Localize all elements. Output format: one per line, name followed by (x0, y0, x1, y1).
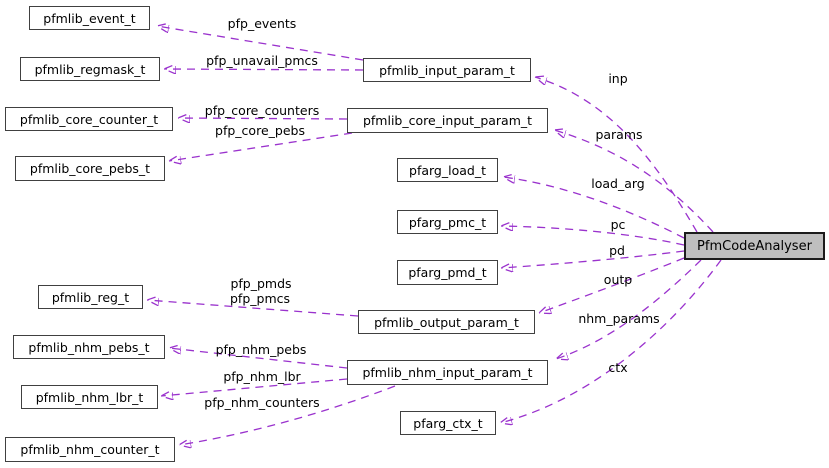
node-pfarg-load-t[interactable]: pfarg_load_t (397, 158, 498, 182)
node-pfmlib-core-input-param-t[interactable]: pfmlib_core_input_param_t (347, 108, 548, 133)
edge-pfp-nhm-pebs (169, 348, 348, 369)
edge-pfp-pmds-pmcs (147, 300, 359, 317)
node-pfarg-ctx-t[interactable]: pfarg_ctx_t (400, 411, 496, 435)
node-pfmlib-nhm-input-param-t[interactable]: pfmlib_nhm_input_param_t (347, 360, 548, 385)
edge-outp (539, 257, 685, 313)
edge-label-pfp-events: pfp_events (227, 16, 297, 31)
node-pfmlib-event-t[interactable]: pfmlib_event_t (29, 6, 150, 30)
node-pfmlib-nhm-pebs-t[interactable]: pfmlib_nhm_pebs_t (13, 335, 165, 359)
edge-pfp-core-pebs (169, 132, 353, 161)
edge-label-pfp-nhm-pebs: pfp_nhm_pebs (215, 342, 307, 357)
node-pfmcodeanalyser: PfmCodeAnalyser (684, 232, 825, 260)
edge-label-pd: pd (609, 243, 625, 258)
node-pfmlib-core-pebs-t[interactable]: pfmlib_core_pebs_t (15, 156, 165, 181)
edge-label-pfp-nhm-counters: pfp_nhm_counters (204, 395, 320, 410)
edge-label-nhm-params: nhm_params (578, 311, 660, 326)
edge-nhm-params (556, 259, 702, 359)
node-pfmlib-output-param-t[interactable]: pfmlib_output_param_t (358, 310, 535, 334)
node-pfmlib-core-counter-t[interactable]: pfmlib_core_counter_t (5, 107, 173, 131)
edge-label-pfp-core-counters: pfp_core_counters (204, 103, 320, 118)
node-pfarg-pmd-t[interactable]: pfarg_pmd_t (397, 260, 498, 285)
edge-load-arg (503, 177, 685, 239)
edge-pfp-unavail-pmcs (164, 69, 364, 70)
node-pfarg-pmc-t[interactable]: pfarg_pmc_t (397, 210, 498, 234)
edge-pfp-nhm-lbr (161, 378, 348, 396)
edge-label-load-arg: load_arg (591, 176, 645, 191)
node-pfmlib-input-param-t[interactable]: pfmlib_input_param_t (363, 58, 531, 82)
edge-label-inp: inp (608, 71, 628, 86)
edge-inp (535, 77, 698, 233)
edge-label-ctx: ctx (608, 360, 628, 375)
edge-label-pfp-core-pebs: pfp_core_pebs (215, 123, 305, 138)
edge-label-pfp-pmds: pfp_pmds (230, 276, 292, 291)
edge-label-pfp-nhm-lbr: pfp_nhm_lbr (223, 369, 301, 384)
edge-ctx (500, 259, 722, 423)
node-pfmlib-reg-t[interactable]: pfmlib_reg_t (38, 285, 143, 309)
edge-pfp-events (157, 26, 364, 61)
node-pfmlib-regmask-t[interactable]: pfmlib_regmask_t (20, 57, 160, 81)
edge-pfp-nhm-counters (179, 385, 396, 445)
node-pfmlib-nhm-lbr-t[interactable]: pfmlib_nhm_lbr_t (21, 385, 158, 409)
edge-pfp-core-counters (178, 118, 348, 119)
edge-label-pc: pc (610, 217, 626, 232)
edge-label-outp: outp (603, 272, 633, 287)
edge-pd (501, 250, 685, 268)
edge-label-params: params (595, 127, 643, 142)
node-pfmlib-nhm-counter-t[interactable]: pfmlib_nhm_counter_t (5, 437, 175, 462)
edge-label-pfp-pmcs: pfp_pmcs (229, 291, 291, 306)
edge-pc (501, 226, 685, 246)
edge-label-pfp-unavail-pmcs: pfp_unavail_pmcs (206, 53, 318, 68)
